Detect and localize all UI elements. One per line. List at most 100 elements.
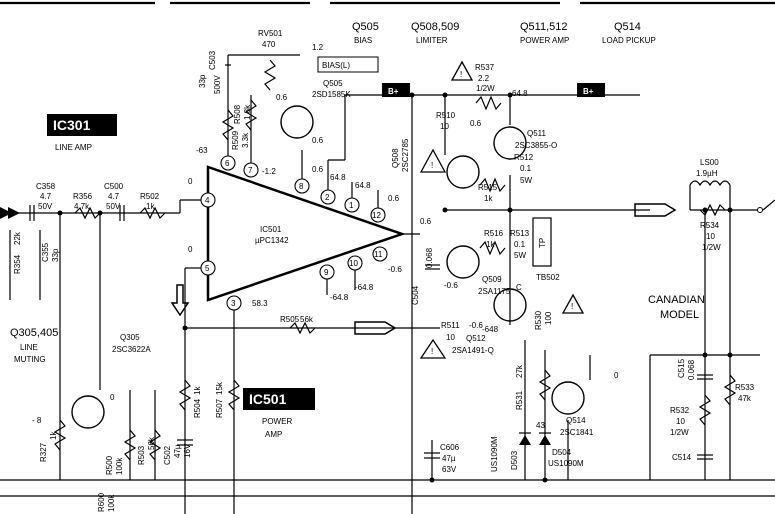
parts-c502v2-label: 16V xyxy=(183,443,192,458)
parts-r515v-label: 1k xyxy=(484,194,493,203)
volts-v_63-label: -63 xyxy=(196,146,208,155)
parts-r530v-label: 100 xyxy=(544,311,553,325)
parts-r356-label: R356 xyxy=(73,192,93,201)
blocks-ic501_inner1-label: IC501 xyxy=(260,225,282,234)
volts-v0d-label: 0 xyxy=(614,371,619,380)
blocks-muting3-label: MUTING xyxy=(14,355,46,364)
parts-r534v2-label: 1/2W xyxy=(702,243,721,252)
q509-transistor xyxy=(446,245,480,279)
header-q505-sub: BIAS xyxy=(354,36,372,45)
blocks-ic501_label-label: IC501 xyxy=(249,391,287,407)
pins-2-label: 8 xyxy=(299,182,304,191)
volts-v0b-label: 0 xyxy=(188,245,193,254)
parts-r516v-label: 1k xyxy=(486,240,495,249)
volts-vm648b-label: -64.8 xyxy=(355,283,374,292)
parts-r532v2-label: 1/2W xyxy=(670,428,689,437)
header-q514: Q514 xyxy=(614,21,641,33)
volts-v_12a-label: -1.2 xyxy=(262,167,276,176)
tp-terminal xyxy=(532,217,552,267)
blocks-ic501_inner2-label: µPC1342 xyxy=(255,236,289,245)
blocks-bias_box-label: BIAS(L) xyxy=(322,61,350,70)
parts-r508v-label: 1.8k xyxy=(243,104,252,120)
pins-6-label: 4 xyxy=(205,196,210,205)
ic301-label: IC301 LINE AMP xyxy=(47,114,117,152)
pins-0-label: 6 xyxy=(225,159,230,168)
volts-v06a-label: 0.6 xyxy=(276,93,288,102)
blocks-muting2-label: LINE xyxy=(20,343,38,352)
parts-c500v2-label: 50V xyxy=(106,202,121,211)
parts-r600v-label: 100k xyxy=(107,494,116,512)
volts-vm06-label: -0.6 xyxy=(388,265,402,274)
parts-d503-label: D503 xyxy=(510,450,519,470)
bplus-tag-2: B+ xyxy=(577,83,605,97)
blocks-muting1-label: Q305,405 xyxy=(10,327,58,339)
parts-r537v1-label: 2.2 xyxy=(478,74,490,83)
volts-v06f-label: -0.6 xyxy=(444,281,458,290)
pins-10-label: 10 xyxy=(349,259,358,268)
parts-d503t-label: US1090M xyxy=(490,436,499,472)
volts-vq511-label: 0.6 xyxy=(470,119,482,128)
blocks-bplus-label: B+ xyxy=(388,87,399,96)
wiring xyxy=(0,54,775,514)
parts-r512v1-label: 0.1 xyxy=(520,164,532,173)
blocks-q305a-label: Q305 xyxy=(120,333,140,342)
warning-icon xyxy=(450,60,474,81)
parts-ls00v-label: 1.9µH xyxy=(696,169,718,178)
section-headers: Q505 BIAS Q508,509 LIMITER Q511,512 POWE… xyxy=(352,21,656,45)
blocks-bplus-label: B+ xyxy=(583,87,594,96)
q305-transistor xyxy=(71,395,105,429)
parts-c358v2-label: 50V xyxy=(38,202,53,211)
parts-r327v-label: 1k xyxy=(49,431,58,440)
ic501-label: IC501 POWER AMP xyxy=(243,388,315,439)
parts-c358-label: C358 xyxy=(36,182,56,191)
volts-v648a-label: 64.8 xyxy=(330,173,346,182)
ic501-pins: 6 7 8 2 1 12 4 5 3 9 10 11 xyxy=(200,155,388,311)
ic501-sub1: POWER xyxy=(262,417,292,426)
parts-d504t-label: US1090M xyxy=(548,459,584,468)
capacitors xyxy=(29,64,713,460)
parts-r512-label: R512 xyxy=(514,153,534,162)
parts-r502-label: R502 xyxy=(140,192,160,201)
resistors xyxy=(53,59,737,461)
parts-r537v2-label: 1/2W xyxy=(476,84,495,93)
pins-9-label: 9 xyxy=(324,268,329,277)
parts-c355-label: C355 xyxy=(41,242,50,262)
parts-c515v-label: 0.068 xyxy=(687,359,696,380)
canadian-model-label: CANADIAN MODEL xyxy=(648,294,705,321)
svg-text:!: ! xyxy=(571,302,573,311)
parts-q514t-label: 2SC1841 xyxy=(560,428,594,437)
parts-r503v-label: 56k xyxy=(147,436,156,450)
parts-r531v-label: 27k xyxy=(515,364,524,378)
parts-r532v1-label: 10 xyxy=(676,417,685,426)
parts-c502v1-label: 47µ xyxy=(173,444,182,458)
parts-r516-label: R516 xyxy=(484,229,504,238)
parts-r532-label: R532 xyxy=(670,406,690,415)
parts-c606v1-label: 47µ xyxy=(442,454,456,463)
parts-r505-label: R505 xyxy=(280,315,300,324)
transistors xyxy=(71,105,585,429)
parts-r513v2-label: 5W xyxy=(514,251,526,260)
parts-tp-label: TP xyxy=(538,238,547,248)
volts-vm648a-label: -64.8 xyxy=(330,293,349,302)
parts-r511v-label: 10 xyxy=(446,333,455,342)
parts-r600-label: R600 xyxy=(97,492,106,512)
volts-v06b-label: 0.6 xyxy=(312,136,324,145)
parts-q509-label: Q509 xyxy=(482,275,502,284)
parts-r505v-label: 56k xyxy=(300,315,314,324)
parts-c514-label: C514 xyxy=(672,453,692,462)
pins-5-label: 12 xyxy=(372,211,381,220)
parts-q505-label: Q505 xyxy=(323,79,343,88)
component-labels: RV501 470 C503 33p 500V R508 1.8k R509 3… xyxy=(13,29,755,512)
parts-c358v1-label: 4.7 xyxy=(40,192,52,201)
parts-r509-label: R509 xyxy=(231,130,240,150)
parts-r354-label: R354 xyxy=(13,254,22,274)
parts-tb502-label: TB502 xyxy=(536,273,560,282)
header-q511-sub: POWER AMP xyxy=(520,36,569,45)
parts-r511-label: R511 xyxy=(441,321,460,330)
output-terminal xyxy=(757,199,775,213)
parts-ls00-label: LS00 xyxy=(700,158,719,167)
volts-v43-label: 43 xyxy=(536,421,545,430)
header-q514-sub: LOAD PICKUP xyxy=(602,36,656,45)
warning-icon xyxy=(419,148,447,173)
